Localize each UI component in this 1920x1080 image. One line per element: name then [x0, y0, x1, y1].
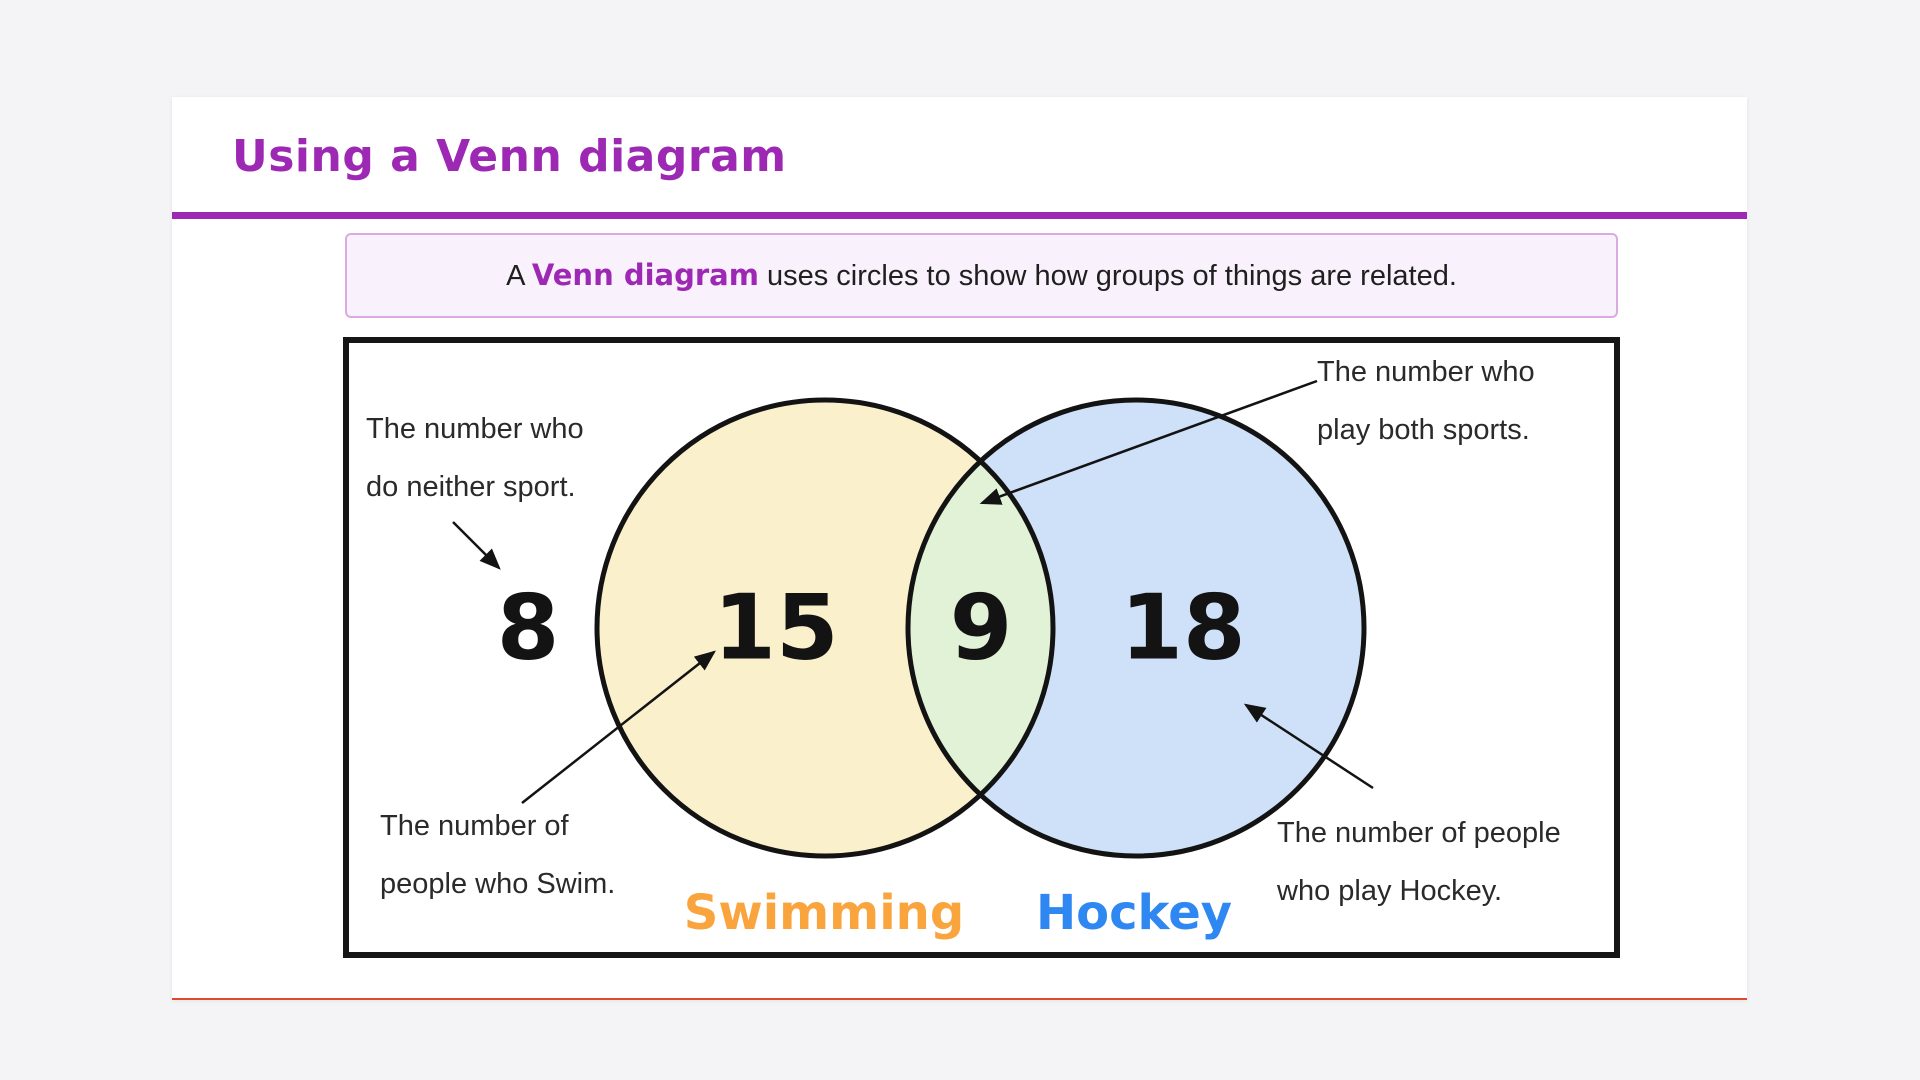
- hockey-circle-outline: [905, 397, 1367, 859]
- count-swimming-only: 15: [713, 576, 838, 681]
- swimming-circle-outline: [594, 397, 1056, 859]
- annotation-swim-line2: people who Swim.: [380, 868, 616, 900]
- page-title: Using a Venn diagram: [232, 131, 787, 182]
- annotation-swim-line1: The number of: [380, 810, 569, 842]
- hockey-label: Hockey: [1036, 885, 1232, 941]
- venn-diagram: 8 15 9 18 Swimming Hockey: [452, 379, 1374, 941]
- annotation-hockey-line1: The number of people: [1277, 817, 1561, 849]
- arrow-both: [979, 379, 1318, 505]
- annotation-neither-line1: The number who: [366, 413, 584, 445]
- annotation-swim: The number of people who Swim.: [380, 797, 615, 913]
- definition-prefix: A: [506, 260, 532, 292]
- arrow-neither: [452, 521, 501, 570]
- definition-callout: A Venn diagram uses circles to show how …: [345, 233, 1618, 318]
- annotation-neither: The number who do neither sport.: [366, 400, 584, 516]
- count-neither: 8: [497, 576, 560, 681]
- arrow-swim: [521, 650, 716, 804]
- definition-text: A Venn diagram uses circles to show how …: [506, 258, 1457, 293]
- annotation-hockey: The number of people who play Hockey.: [1277, 804, 1561, 920]
- annotation-neither-line2: do neither sport.: [366, 471, 576, 503]
- swimming-label: Swimming: [684, 885, 964, 941]
- arrow-hockey: [1243, 703, 1374, 790]
- content-card: Using a Venn diagram A Venn diagram uses…: [172, 97, 1747, 1000]
- title-divider: [172, 212, 1747, 219]
- venn-diagram-frame: 8 15 9 18 Swimming Hockey The number who…: [343, 337, 1620, 958]
- count-hockey-only: 18: [1120, 576, 1245, 681]
- annotation-both-line1: The number who: [1317, 356, 1535, 388]
- annotation-hockey-line2: who play Hockey.: [1277, 875, 1503, 907]
- definition-suffix: uses circles to show how groups of thing…: [758, 260, 1457, 292]
- definition-term: Venn diagram: [531, 258, 759, 292]
- annotation-both: The number who play both sports.: [1317, 343, 1535, 459]
- annotation-both-line2: play both sports.: [1317, 414, 1530, 446]
- count-both: 9: [950, 576, 1013, 681]
